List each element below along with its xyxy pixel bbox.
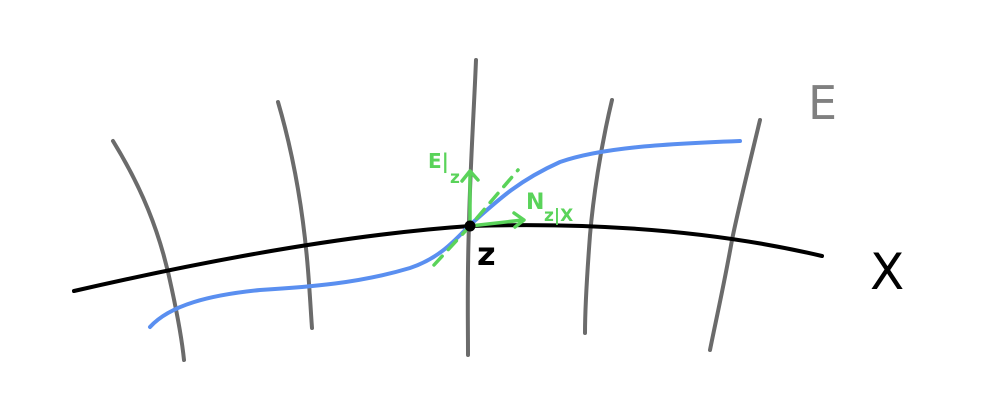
section-curve bbox=[148, 139, 742, 329]
label-normal: N bbox=[526, 190, 544, 215]
vertical-vector-arrowhead bbox=[460, 169, 480, 183]
normal-vector-arrowhead bbox=[512, 211, 526, 229]
point-z-dot bbox=[464, 220, 476, 232]
normal-vector bbox=[468, 218, 525, 228]
base-curve-x bbox=[72, 223, 824, 293]
label-vertical-fiber: E| bbox=[428, 149, 449, 173]
label-vertical-fiber-subscript: z bbox=[450, 168, 460, 188]
fiber-line-2 bbox=[276, 100, 314, 330]
fiber-line-1 bbox=[111, 139, 186, 362]
label-normal-subscript: z|X bbox=[544, 206, 573, 226]
fiber-line-4 bbox=[583, 98, 614, 335]
tangent-dashed-line bbox=[432, 168, 520, 267]
label-base-space-x: X bbox=[870, 243, 904, 301]
label-point-z: z bbox=[477, 235, 496, 273]
label-total-space-e: E bbox=[808, 76, 837, 130]
